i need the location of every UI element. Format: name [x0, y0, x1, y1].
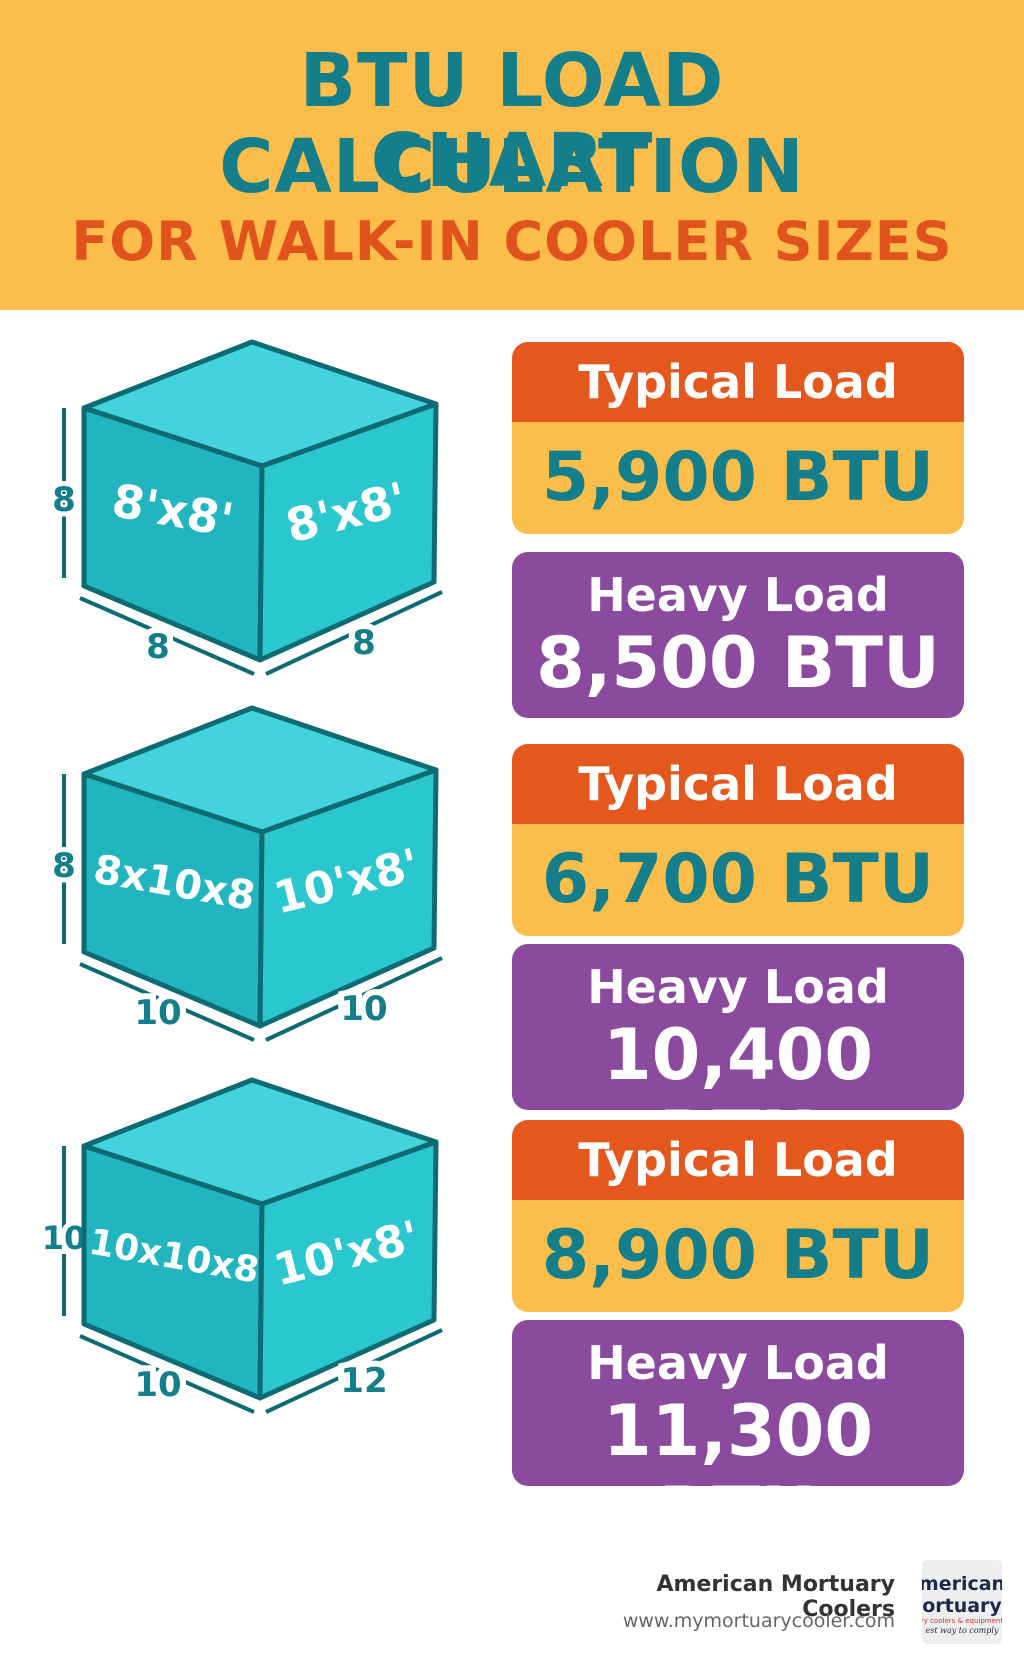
heavy-load-value: 8,500 BTU — [536, 622, 940, 704]
logo-text-2: ortuary — [922, 1595, 1002, 1617]
cube-side-face — [257, 1139, 439, 1401]
front-width-dimension: 8 — [146, 627, 170, 667]
company-url[interactable]: www.mymortuarycooler.com — [622, 1610, 895, 1632]
side-depth-dimension: 12 — [340, 1361, 387, 1401]
typical-load-value: 8,900 BTU — [512, 1200, 964, 1312]
heavy-load-label: Heavy Load — [587, 568, 889, 622]
logo-text-3: ry coolers & equipment — [922, 1617, 1002, 1625]
heavy-load-card-3: Heavy Load 11,300 BTU — [512, 1320, 964, 1486]
typical-load-card-3: Typical Load 8,900 BTU — [512, 1120, 964, 1312]
logo-icon: merican ortuary ry coolers & equipment e… — [922, 1560, 1002, 1644]
cube-side-face — [257, 767, 439, 1029]
company-name: American Mortuary Coolers — [656, 1572, 895, 1622]
side-depth-dimension: 10 — [340, 989, 387, 1029]
typical-load-label: Typical Load — [512, 744, 964, 824]
typical-load-card-2: Typical Load 6,700 BTU — [512, 744, 964, 936]
cube-illustration: 10 10x10x8 10'x8' 10 12 — [37, 1077, 443, 1414]
header-banner: BTU LOAD CALCULATION CHART FOR WALK-IN C… — [0, 0, 1024, 310]
page-title-line-2: CHART — [370, 118, 654, 204]
page-title-line-1: BTU LOAD CALCULATION — [219, 38, 805, 210]
heavy-load-value: 10,400 BTU — [602, 1014, 874, 1110]
height-dimension: 10 — [42, 1219, 87, 1257]
heavy-load-label: Heavy Load — [587, 1336, 889, 1390]
heavy-load-value: 11,300 BTU — [602, 1390, 874, 1486]
height-dimension: 8 — [52, 480, 76, 520]
logo-text-4: est way to comply — [926, 1626, 999, 1635]
typical-load-label: Typical Load — [512, 1120, 964, 1200]
cooler-cube-3: 10 10x10x8 10'x8' 10 12 — [37, 1076, 460, 1436]
typical-load-label: Typical Load — [512, 342, 964, 422]
logo-text-1: merican — [922, 1573, 1002, 1595]
heavy-load-label: Heavy Load — [587, 960, 889, 1014]
front-width-dimension: 10 — [134, 993, 181, 1033]
heavy-load-card-2: Heavy Load 10,400 BTU — [512, 944, 964, 1110]
cooler-cube-1: 8 8'x8' 8'x8' 8 8 — [40, 338, 460, 698]
cube-illustration: 8 8x10x8 10'x8' 10 10 — [47, 705, 443, 1042]
typical-load-card-1: Typical Load 5,900 BTU — [512, 342, 964, 534]
typical-load-value: 6,700 BTU — [512, 824, 964, 936]
cooler-cube-2: 8 8x10x8 10'x8' 10 10 — [40, 704, 460, 1064]
typical-load-value: 5,900 BTU — [512, 422, 964, 534]
heavy-load-card-1: Heavy Load 8,500 BTU — [512, 552, 964, 718]
company-logo: merican ortuary ry coolers & equipment e… — [922, 1560, 1002, 1644]
front-width-dimension: 10 — [134, 1365, 181, 1405]
page-subtitle: FOR WALK-IN COOLER SIZES — [71, 210, 953, 273]
side-depth-dimension: 8 — [352, 623, 376, 663]
cube-illustration: 8 8'x8' 8'x8' 8 8 — [47, 339, 443, 676]
cube-side-face — [257, 401, 439, 663]
height-dimension: 8 — [52, 846, 76, 886]
